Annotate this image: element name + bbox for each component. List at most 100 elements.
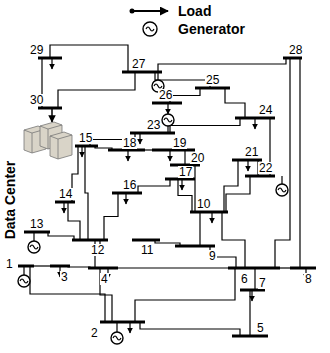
bus-bar <box>152 102 182 105</box>
transmission-line <box>32 265 52 266</box>
generator-symbol <box>276 176 288 196</box>
load-arrow <box>127 150 128 161</box>
bus-number: 21 <box>244 146 259 158</box>
bus-bar <box>122 71 162 74</box>
bus-number: 25 <box>205 74 220 86</box>
transmission-line <box>254 268 255 290</box>
bus-bar <box>112 192 142 195</box>
bus-bar <box>245 175 275 178</box>
bus-number: 27 <box>131 58 146 70</box>
load-arrow <box>247 160 248 171</box>
transmission-line <box>299 58 300 268</box>
transmission-line <box>58 72 135 108</box>
transmission-line <box>140 322 240 336</box>
generator-symbol <box>18 266 30 287</box>
bus-number: 12 <box>90 244 105 256</box>
transmission-line <box>249 290 250 336</box>
bus-number: 28 <box>288 44 303 56</box>
transmission-line <box>275 58 290 268</box>
transmission-line <box>278 267 292 268</box>
bus-bar <box>55 201 75 204</box>
bus-bar <box>38 57 62 60</box>
bus-bar <box>100 321 145 324</box>
load-arrow <box>211 212 212 223</box>
transmission-line <box>135 268 235 322</box>
transmission-line <box>68 202 80 240</box>
load-arrow <box>181 179 182 190</box>
transmission-line <box>170 88 200 103</box>
legend-text: Generator <box>178 22 245 36</box>
bus-number: 23 <box>146 119 161 131</box>
transmission-line <box>170 118 240 133</box>
bus-number: 15 <box>78 132 93 144</box>
transmission-line <box>222 212 245 268</box>
transmission-line <box>48 232 74 240</box>
bus-number: 9 <box>208 250 217 262</box>
bus-number: 2 <box>90 327 99 339</box>
bus-bar <box>232 335 268 338</box>
transmission-line <box>225 88 245 118</box>
transmission-line <box>199 212 200 246</box>
load-arrow <box>254 118 255 129</box>
load-arrow <box>81 146 82 157</box>
transmission-line <box>115 267 232 268</box>
bus-bar <box>228 267 280 270</box>
bus-number: 22 <box>258 162 273 174</box>
load-arrow <box>139 133 140 144</box>
bus-bar <box>75 145 98 148</box>
load-arrow <box>251 290 252 301</box>
legend-text: Load <box>178 4 211 18</box>
transmission-line <box>100 268 112 322</box>
bus-number: 6 <box>240 273 249 285</box>
transmission-line <box>30 266 105 322</box>
bus-number: 26 <box>158 89 173 101</box>
load-arrow <box>167 103 168 114</box>
load-arrow <box>51 108 53 122</box>
generator-symbol <box>162 114 174 133</box>
bus-bar <box>38 107 62 110</box>
bus-number: 3 <box>60 271 69 283</box>
bus-bar <box>290 267 316 270</box>
bus-number: 13 <box>29 218 44 230</box>
load-arrow <box>129 322 130 333</box>
load-arrow <box>63 202 64 213</box>
data-center-icon <box>24 122 72 159</box>
bus-number: 17 <box>178 166 193 178</box>
data-center-label: Data Center <box>3 161 17 240</box>
transmission-line <box>226 176 250 212</box>
transmission-line <box>104 193 118 240</box>
bus-bar <box>18 265 34 268</box>
bus-number: 4 <box>100 273 109 285</box>
load-arrow <box>51 58 52 69</box>
bus-number: 11 <box>140 244 154 256</box>
bus-bar <box>72 239 108 242</box>
bus-number: 24 <box>258 104 273 116</box>
load-arrow <box>125 193 126 204</box>
generator-symbol <box>28 232 40 253</box>
bus-number: 18 <box>122 137 137 149</box>
bus-number: 20 <box>190 152 205 164</box>
bus-number: 30 <box>29 94 44 106</box>
load-arrow <box>169 150 170 161</box>
legend-samples <box>130 9 169 37</box>
transmission-line <box>184 150 185 165</box>
bus-bar <box>175 245 215 248</box>
bus-number: 10 <box>196 198 211 210</box>
bus-bar <box>283 57 302 60</box>
bus-bar <box>132 239 160 242</box>
transmission-line <box>68 266 90 268</box>
transmission-line <box>178 179 192 212</box>
transmission-line <box>138 179 170 193</box>
bus-number: 14 <box>58 188 73 200</box>
bus-bar <box>24 231 50 234</box>
bus-number: 8 <box>304 273 313 285</box>
bus-number: 16 <box>122 179 137 191</box>
bus-number: 1 <box>5 258 14 270</box>
transmission-line <box>85 146 88 240</box>
bus-number: 7 <box>258 277 267 289</box>
generator-symbol <box>111 322 123 344</box>
bus-bar <box>190 211 228 214</box>
bus-bar <box>88 267 118 270</box>
